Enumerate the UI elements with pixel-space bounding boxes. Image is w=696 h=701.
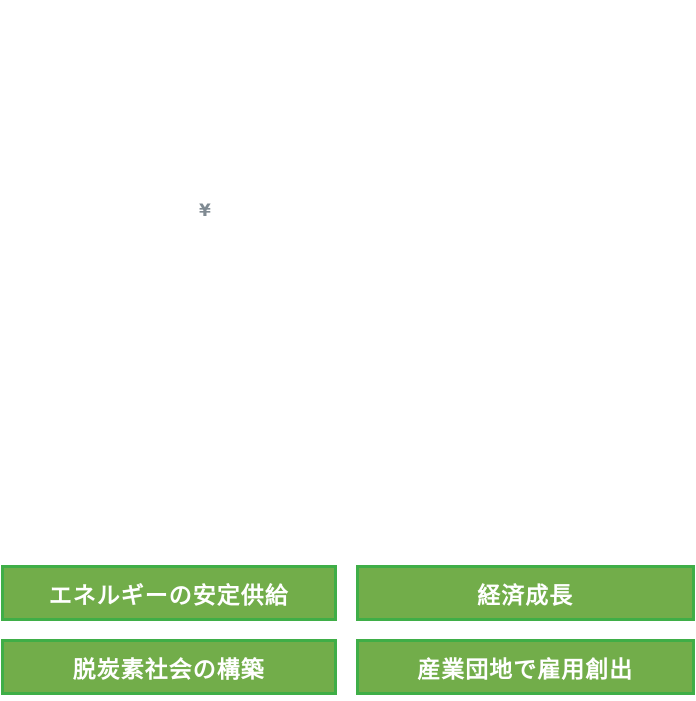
industrial-park-employment-button[interactable]: 産業団地で雇用創出 [356,639,695,695]
button-label: 経済成長 [477,583,574,609]
decarbonized-society-button[interactable]: 脱炭素社会の構築 [1,639,337,695]
energy-stable-supply-button[interactable]: エネルギーの安定供給 [1,565,337,621]
button-label: エネルギーの安定供給 [49,583,289,609]
economic-growth-button[interactable]: 経済成長 [356,565,695,621]
yen-icon: ¥ [199,201,211,221]
button-label: 脱炭素社会の構築 [73,657,265,683]
button-label: 産業団地で雇用創出 [417,657,634,683]
